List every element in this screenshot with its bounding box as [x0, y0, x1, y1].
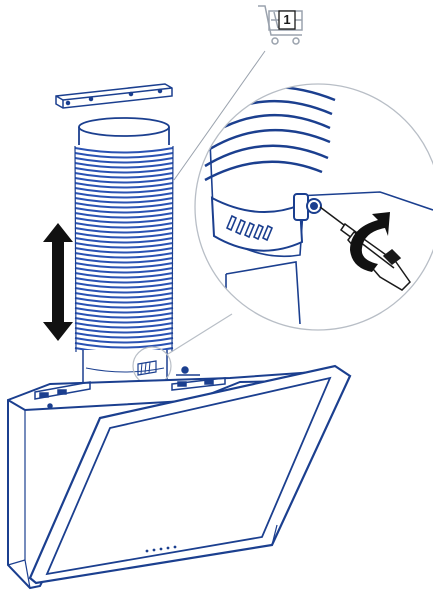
hose-ring: [74, 222, 174, 229]
hose-ring: [74, 227, 174, 234]
hose-ring: [74, 282, 174, 289]
hose-ring: [74, 307, 174, 314]
hose-ring: [74, 212, 174, 219]
hose-ring: [74, 302, 174, 309]
detail-leader-line: [167, 313, 233, 355]
detail-zoom-view: [194, 83, 433, 331]
flexible-exhaust-hose: [74, 117, 174, 394]
hose-ring: [74, 262, 174, 269]
glass-front-panel: [28, 364, 352, 585]
hose-ring: [74, 277, 174, 284]
curved-rotate-arrow-icon: [350, 212, 390, 272]
hose-ring: [74, 172, 174, 179]
hose-ring: [74, 182, 174, 189]
hose-ring: [74, 287, 174, 294]
hose-ring: [74, 337, 174, 344]
screwdriver-icon: [319, 206, 411, 291]
hose-ring: [74, 272, 174, 279]
hose-ring: [74, 312, 174, 319]
hood-top-plate: [34, 366, 226, 409]
control-panel-buttons: [145, 545, 177, 553]
hose-ring: [74, 327, 174, 334]
hose-ring: [74, 317, 174, 324]
hose-ring: [74, 187, 174, 194]
hose-ring: [74, 252, 174, 259]
hose-ring: [74, 167, 174, 174]
hose-ring: [74, 207, 174, 214]
hose-ring: [74, 192, 174, 199]
hose-ring: [74, 267, 174, 274]
hose-ring: [74, 152, 174, 159]
hose-ring: [74, 257, 174, 264]
hose-ring: [74, 342, 174, 349]
hose-ring: [74, 247, 174, 254]
cart-callout: [173, 5, 303, 181]
double-arrow-vertical-icon: [43, 223, 73, 341]
hose-ring: [74, 177, 174, 184]
hose-ring: [74, 297, 174, 304]
hose-ring: [74, 242, 174, 249]
hose-ring: [74, 157, 174, 164]
hose-ring: [74, 332, 174, 339]
mounting-bracket: [55, 83, 173, 109]
hose-ring: [74, 217, 174, 224]
hose-ring: [74, 202, 174, 209]
hose-ring: [74, 147, 174, 154]
part-number-label: 1: [283, 12, 291, 27]
hose-ring: [74, 232, 174, 239]
hose-ring: [74, 197, 174, 204]
callout-leader-line: [173, 50, 266, 181]
hose-ring: [74, 162, 174, 169]
hose-ring: [74, 292, 174, 299]
part-number-box: [278, 10, 296, 30]
hose-ring: [74, 237, 174, 244]
hose-ring: [74, 322, 174, 329]
